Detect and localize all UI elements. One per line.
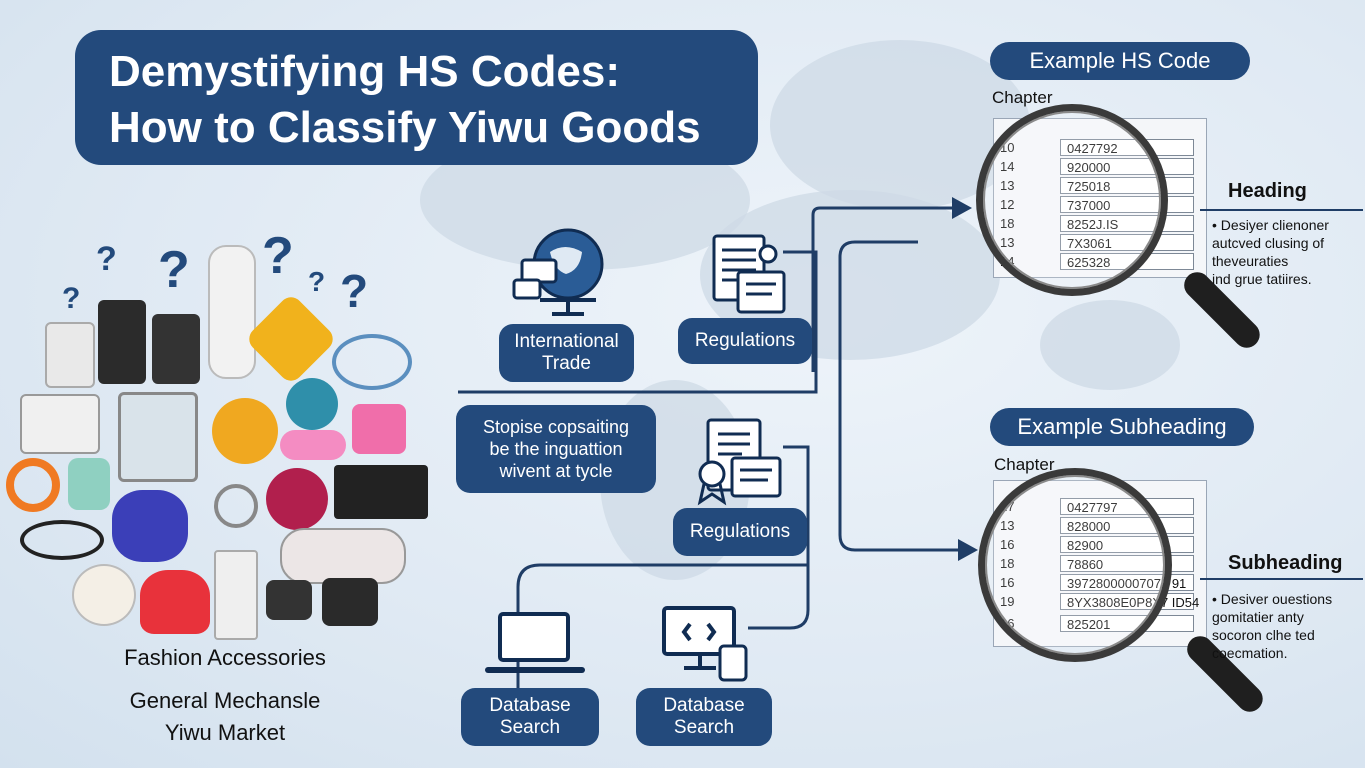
scale-icon (20, 394, 100, 454)
connector-regulations-to-database (516, 445, 810, 688)
regulations-label-top: Regulations (694, 330, 796, 351)
question-mark: ? (62, 282, 81, 315)
fidget-spinner-icon (212, 398, 278, 464)
container-icon (72, 564, 136, 626)
question-mark: ? (340, 265, 369, 317)
international-trade-label: International Trade (514, 331, 619, 374)
international-trade-pill: International Trade (499, 324, 634, 382)
connector-database-up (748, 565, 810, 630)
connector-regulations-to-box (458, 250, 818, 394)
cable-coil-icon (332, 334, 412, 390)
connector-to-hs-code (811, 206, 958, 372)
speaker-icon (98, 300, 146, 384)
speaker-icon (152, 314, 200, 384)
general-merchandise-label: General Mechansle (129, 688, 321, 713)
database-search-label-right: Database Search (663, 695, 745, 738)
database-search-label-left: Database Search (489, 695, 571, 738)
chapter-label: Chapter (992, 88, 1053, 107)
regulations-pill-top: Regulations (678, 318, 812, 364)
pink-tube-icon (280, 430, 346, 460)
question-mark: ? (158, 241, 190, 299)
tablet-icon (118, 392, 198, 482)
monitor-icon (662, 606, 748, 682)
bottle-opener-icon (208, 245, 256, 379)
arrowhead-hs-code (952, 197, 972, 219)
car-holder-icon (322, 578, 378, 626)
arrowhead-subheading (958, 539, 978, 561)
title-banner: Demystifying HS Codes: How to Classify Y… (75, 30, 758, 165)
magnifier-lens-icon (976, 104, 1168, 296)
heading-title: Heading (1228, 180, 1307, 202)
remote-icon (68, 458, 110, 510)
example-subheading-header: Example Subheading (990, 408, 1254, 446)
ring-icon (214, 484, 258, 528)
document-stack-icon (712, 234, 786, 314)
subheading-divider (1200, 578, 1363, 580)
ball-icon (266, 468, 328, 530)
regulations-label-mid: Regulations (689, 521, 791, 542)
mouthguard-icon (140, 570, 210, 634)
yiwu-market-label: Yiwu Market (164, 720, 286, 745)
globe-icon (512, 228, 604, 316)
orange-ring-icon (6, 458, 60, 512)
subheading-bullet: • Desiver ouestions gomitatier anty soco… (1212, 591, 1333, 661)
stopise-box-label: Stopise copsaiting be the inguattion wiv… (482, 417, 630, 481)
question-mark: ? (96, 240, 117, 278)
power-strip-icon (214, 550, 258, 640)
hand-gripper-icon (266, 580, 312, 620)
world-map-shape (1040, 300, 1180, 390)
database-search-pill-right: Database Search (636, 688, 772, 746)
heading-divider (1200, 209, 1363, 211)
laptop-icon (485, 612, 585, 673)
example-hs-code-header: Example HS Code (990, 42, 1250, 80)
pink-compact-icon (352, 404, 406, 454)
goggles-icon (280, 528, 406, 584)
fashion-accessories-label: Fashion Accessories (124, 645, 326, 670)
power-adapter-icon (45, 322, 95, 388)
title-line-2: How to Classify Yiwu Goods (109, 103, 701, 152)
car-stereo-icon (334, 465, 428, 519)
fan-icon (286, 378, 338, 430)
regulations-pill-mid: Regulations (673, 508, 807, 556)
chapter-label: Chapter (994, 455, 1055, 474)
heading-bullet: • Desiyer clienoner autcved clusing of t… (1212, 217, 1329, 287)
magnifier-lens-icon (978, 468, 1172, 662)
blue-toy-icon (112, 490, 188, 562)
question-mark: ? (308, 266, 326, 297)
stopise-box: Stopise copsaiting be the inguattion wiv… (456, 405, 656, 493)
connector-to-subheading (838, 240, 958, 552)
question-mark: ? (262, 227, 294, 285)
cable-icon (20, 520, 104, 560)
database-search-pill-left: Database Search (461, 688, 599, 746)
certificate-icon (697, 418, 782, 506)
subheading-title: Subheading (1228, 552, 1343, 574)
title-line-1: Demystifying HS Codes: (109, 47, 620, 96)
